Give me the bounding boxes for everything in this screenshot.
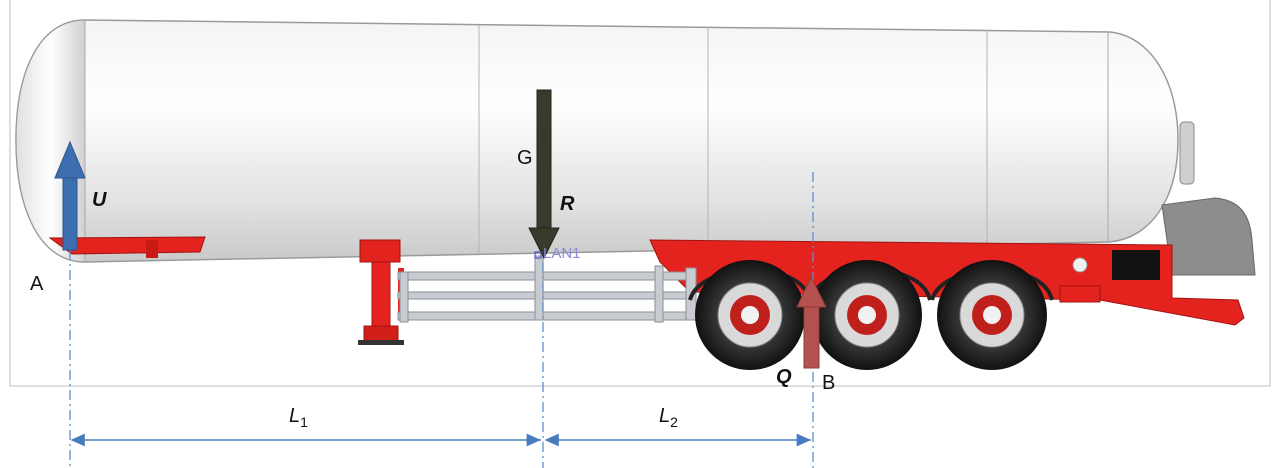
- force-u-label: U: [92, 189, 107, 211]
- point-b-label: B: [822, 372, 835, 394]
- valve-flange: [1179, 121, 1195, 185]
- force-u-arrow: [54, 140, 86, 251]
- wheel-2: [808, 260, 932, 370]
- wheels: [688, 260, 1054, 370]
- force-q-arrow: [796, 275, 827, 369]
- sub-frame: [397, 255, 697, 323]
- force-r-label: R: [560, 193, 575, 215]
- wheel-1: [688, 260, 812, 370]
- rear-cabinet: [1161, 197, 1256, 276]
- point-a-label: A: [30, 273, 44, 295]
- wheel-3: [930, 260, 1054, 370]
- dim-l1-label: L1: [289, 405, 308, 430]
- force-q-label: Q: [776, 366, 792, 388]
- dim-l2-label: L2: [659, 405, 678, 430]
- weight-g-label: G: [517, 147, 533, 169]
- plane-tag-label: LAN1: [543, 245, 581, 262]
- frame-border: [9, 0, 1271, 387]
- weight-g-arrow: [528, 89, 560, 260]
- lamp-box: [1112, 250, 1160, 280]
- tank: [15, 19, 1195, 263]
